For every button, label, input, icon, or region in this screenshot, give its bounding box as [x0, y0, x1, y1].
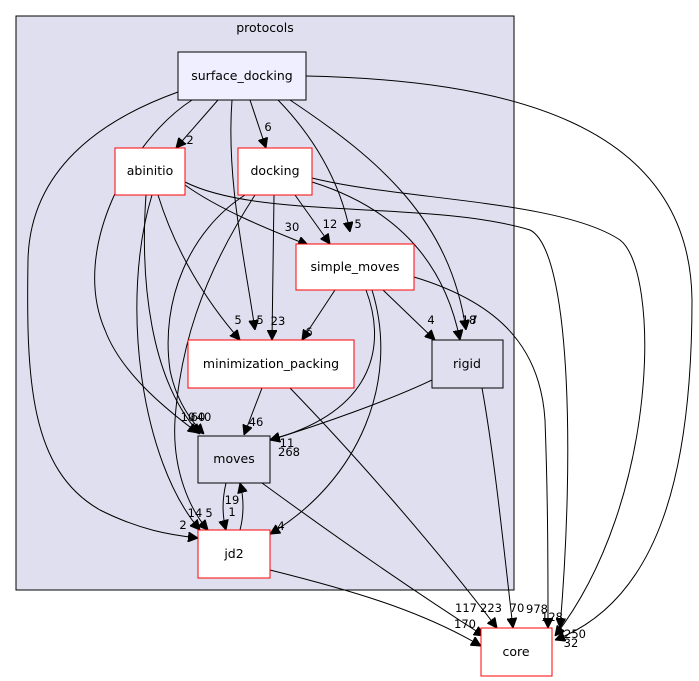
node-simple_moves[interactable]: simple_moves — [295, 243, 415, 291]
edge-label: 223 — [480, 601, 502, 615]
edge-label: 4 — [277, 519, 284, 533]
edge-label: 1 — [228, 505, 235, 519]
node-label: minimization_packing — [203, 356, 339, 371]
edge-abinitio-moves: 60 — [143, 194, 206, 434]
edge-surface_docking-jd2: 2 — [27, 91, 198, 538]
edge-rigid-moves: 11 — [270, 379, 433, 450]
edge-label: 6 — [305, 325, 312, 339]
edge-docking-jd2: 5 — [174, 194, 256, 530]
node-moves[interactable]: moves — [197, 435, 271, 484]
edge-label: 7 — [470, 313, 477, 327]
edge-simple_moves-rigid: 4 — [382, 289, 435, 340]
edge-docking-core: 250 — [311, 177, 646, 641]
node-label: simple_moves — [311, 259, 400, 274]
edge-label: 60 — [191, 410, 206, 424]
edge-docking-minimization_packing: 23 — [271, 194, 286, 340]
node-label: moves — [213, 451, 254, 466]
edge-surface_docking-abinitio: 2 — [176, 99, 219, 148]
edge-docking-simple_moves: 12 — [294, 194, 338, 244]
node-label: abinitio — [127, 163, 173, 178]
edge-label: 2 — [179, 518, 186, 532]
edge-label: 18 — [462, 313, 477, 327]
edge-label: 5 — [234, 313, 241, 327]
edge-label: 12 — [323, 217, 338, 231]
edge-label: 23 — [271, 314, 286, 328]
edge-jd2-core: 170 — [269, 569, 481, 646]
edge-simple_moves-jd2: 4 — [270, 289, 382, 534]
node-label: docking — [250, 163, 299, 178]
edge-label: 250 — [564, 627, 586, 641]
node-label: rigid — [453, 356, 481, 371]
cluster-label: protocols — [236, 20, 294, 35]
edges: 2 6 5 5 7 10 2 32 — [27, 75, 693, 650]
edge-moves-jd2: 1 — [223, 482, 236, 530]
edge-simple_moves-minimization_packing: 6 — [302, 289, 336, 340]
edge-jd2-moves: 19 — [225, 483, 243, 531]
edge-label: 6 — [264, 120, 271, 134]
edge-label: 268 — [278, 445, 300, 459]
edge-label: 5 — [256, 313, 263, 327]
edge-label: 5 — [205, 506, 212, 520]
node-label: surface_docking — [191, 68, 292, 83]
node-abinitio[interactable]: abinitio — [114, 147, 186, 196]
edge-moves-core: 117 — [261, 482, 484, 636]
edge-minimization_packing-moves: 46 — [244, 387, 264, 435]
edge-label: 170 — [454, 617, 476, 631]
edge-label: 4 — [427, 313, 434, 327]
edge-surface_docking-docking: 6 — [249, 99, 272, 148]
edge-rigid-core: 70 — [481, 387, 525, 628]
edge-label: 978 — [526, 602, 548, 616]
edge-surface_docking-simple_moves: 5 — [277, 99, 362, 232]
node-jd2[interactable]: jd2 — [197, 529, 271, 579]
edge-label: 117 — [455, 601, 477, 615]
edge-label: 11 — [280, 436, 295, 450]
cluster-protocols: protocols — [15, 15, 515, 591]
node-core[interactable]: core — [480, 627, 553, 677]
node-surface_docking[interactable]: surface_docking — [177, 51, 307, 101]
edge-surface_docking-rigid: 7 — [289, 99, 478, 330]
edge-abinitio-jd2: 14 — [136, 194, 203, 530]
edge-abinitio-simple_moves: 30 — [184, 184, 308, 245]
node-rigid[interactable]: rigid — [431, 339, 504, 389]
edge-label: 46 — [249, 415, 264, 429]
edge-docking-moves: 40 — [167, 194, 246, 434]
edge-label: 5 — [354, 217, 361, 231]
edge-label: 40 — [197, 410, 212, 424]
node-label: jd2 — [223, 546, 243, 561]
edge-minimization_packing-core: 223 — [289, 387, 502, 628]
edge-simple_moves-moves: 268 — [270, 289, 375, 459]
edge-label: 2 — [186, 133, 193, 147]
edge-abinitio-minimization_packing: 5 — [157, 194, 242, 340]
edge-label: 30 — [285, 220, 300, 234]
node-label: core — [502, 644, 529, 659]
edge-surface_docking-minimization_packing: 5 — [230, 99, 264, 330]
edge-label: 14 — [188, 506, 203, 520]
edge-surface_docking-core: 32 — [305, 75, 693, 650]
nodes: surface_docking abinitio docking simple_… — [114, 51, 553, 677]
edge-docking-rigid: 18 — [311, 181, 477, 340]
node-minimization_packing[interactable]: minimization_packing — [187, 339, 355, 389]
edge-label: 19 — [225, 493, 240, 507]
node-docking[interactable]: docking — [237, 147, 313, 196]
edge-simple_moves-core: 978 — [413, 276, 548, 628]
edge-label: 70 — [510, 601, 525, 615]
edge-label: 32 — [564, 636, 579, 650]
